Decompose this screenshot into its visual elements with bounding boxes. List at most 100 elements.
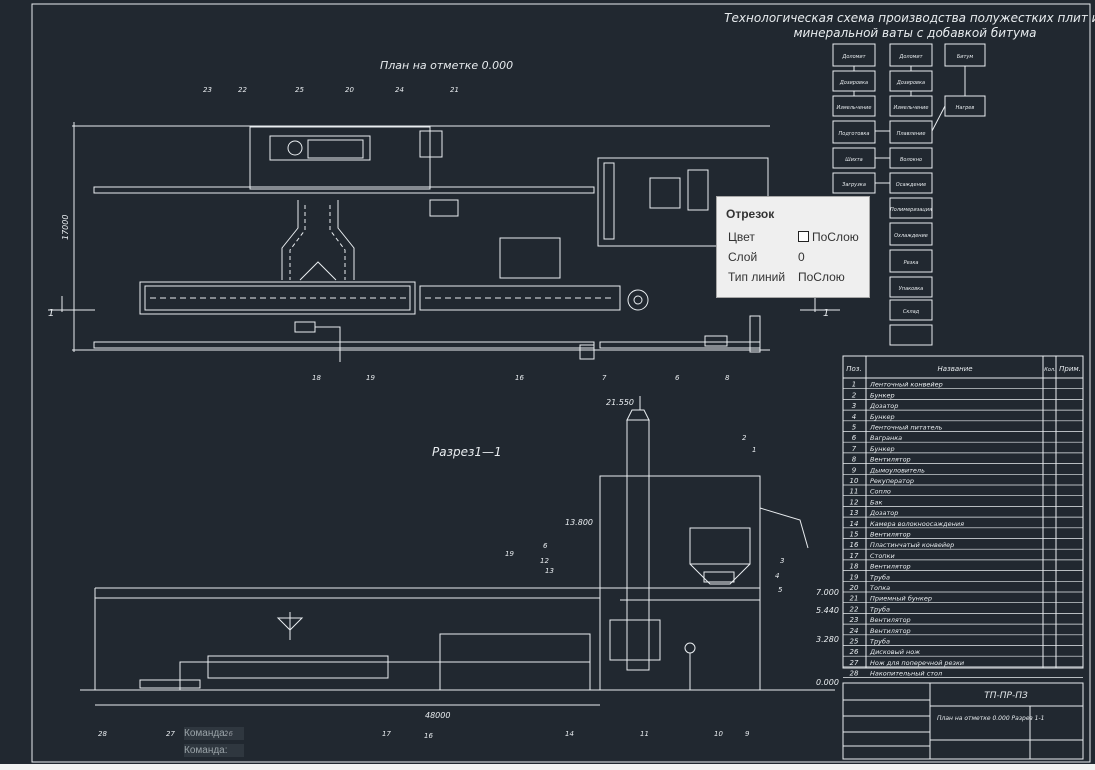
- entity-properties-tooltip: Отрезок Цвет ПоСлою Слой 0 Тип линий ПоС…: [716, 196, 870, 298]
- table-row-pos: 26: [850, 648, 859, 656]
- table-row-name: Вентилятор: [870, 627, 911, 635]
- specification-table: [842, 355, 1084, 669]
- flow-block-label: Доломит: [841, 54, 866, 60]
- table-row-pos: 19: [850, 573, 859, 581]
- section-callout: 17: [382, 730, 391, 738]
- flow-block-label: Резка: [904, 260, 919, 266]
- plan-callout: 20: [345, 86, 354, 94]
- table-row-pos: 10: [850, 477, 859, 485]
- command-history-line[interactable]: Команда:: [184, 744, 244, 757]
- plan-callout: 24: [395, 86, 404, 94]
- sheet-border: [31, 3, 1091, 763]
- section-callout: 16: [424, 732, 433, 740]
- flow-block-label: Измельчение: [836, 105, 871, 111]
- flow-block-label: Нагрев: [956, 105, 975, 111]
- table-row-name: Бункер: [870, 445, 895, 453]
- section-view: [80, 396, 835, 706]
- flow-block-label: Охлаждение: [894, 233, 928, 239]
- table-row-pos: 3: [852, 402, 856, 410]
- table-row-name: Дозатор: [869, 509, 898, 517]
- table-row-name: Труба: [870, 605, 890, 613]
- table-row-pos: 14: [850, 520, 859, 528]
- main-title-line-1: Технологическая схема производства полуж…: [724, 11, 1095, 25]
- tooltip-value: 0: [798, 250, 805, 264]
- section-callout: 10: [714, 730, 723, 738]
- table-row-pos: 24: [850, 627, 859, 635]
- section-callout: 1: [752, 446, 756, 454]
- table-row-name: Вентилятор: [870, 616, 911, 624]
- table-row-pos: 17: [850, 552, 859, 560]
- tooltip-row-linetype: Тип линий ПоСлою: [728, 270, 868, 286]
- tooltip-key: Слой: [728, 250, 758, 264]
- plan-callout: 8: [725, 374, 730, 382]
- section-callout: 28: [98, 730, 107, 738]
- section-title: Разрез1—1: [432, 445, 502, 459]
- table-row-name: Дозатор: [869, 402, 898, 410]
- section-callout: 27: [166, 730, 175, 738]
- section-callout: 12: [540, 557, 549, 565]
- tooltip-title: Отрезок: [726, 207, 775, 221]
- flow-block-label: Подготовка: [839, 131, 870, 137]
- elevation-label: 13.800: [565, 518, 593, 527]
- tooltip-value-text: ПоСлою: [812, 230, 859, 244]
- flow-block-label: Плавление: [897, 131, 926, 137]
- table-row-pos: 18: [850, 563, 859, 571]
- flow-block-label: Упаковка: [899, 286, 924, 292]
- command-history-line: Команда:: [184, 727, 244, 740]
- table-row-name: Приемный бункер: [870, 595, 932, 603]
- plan-callout: 16: [515, 374, 524, 382]
- table-row-name: Дисковый нож: [869, 648, 920, 656]
- table-row-pos: 15: [850, 531, 859, 539]
- table-row-pos: 16: [850, 541, 859, 549]
- flow-block-label: Полимеризация: [890, 207, 932, 213]
- section-callout: 6: [543, 542, 548, 550]
- table-row-name: Вентилятор: [870, 563, 911, 571]
- table-row-pos: 13: [850, 509, 859, 517]
- tooltip-key: Тип линий: [728, 270, 786, 284]
- section-callout: 13: [545, 567, 554, 575]
- table-row-pos: 4: [852, 413, 856, 421]
- flow-block-label: Дозировка: [896, 80, 925, 86]
- section-callout: 3: [780, 557, 784, 565]
- section-marker-left: 1: [48, 308, 54, 319]
- plan-callout: 18: [312, 374, 321, 382]
- table-row-name: Бункер: [870, 391, 895, 399]
- section-marker-right: 1: [823, 308, 829, 319]
- stamp-code: ТП-ПР-ПЗ: [984, 691, 1028, 701]
- table-row-name: Топка: [870, 584, 890, 592]
- table-row-name: Бункер: [870, 413, 895, 421]
- plan-callout: 7: [602, 374, 607, 382]
- table-row-name: Ленточный конвейер: [869, 381, 943, 389]
- section-callout: 14: [565, 730, 574, 738]
- table-row-pos: 12: [850, 498, 859, 506]
- plan-callout: 19: [366, 374, 375, 382]
- stamp-description: План на отметке 0.000 Разрез 1-1: [937, 715, 1044, 722]
- table-row-name: Рекуператор: [870, 477, 914, 485]
- flow-diagram: [832, 43, 986, 346]
- table-row-name: Вентилятор: [870, 531, 911, 539]
- tooltip-row-color: Цвет ПоСлою: [728, 230, 868, 246]
- flow-block-label: Загрузка: [842, 182, 866, 188]
- table-row-name: Бак: [870, 498, 882, 506]
- table-row-pos: 2: [852, 391, 857, 399]
- spec-header-pos: Поз.: [846, 365, 862, 373]
- table-row-pos: 25: [850, 638, 859, 646]
- table-row-pos: 5: [852, 424, 857, 432]
- section-callout: 9: [745, 730, 750, 738]
- tooltip-value: ПоСлою: [798, 270, 845, 284]
- tooltip-value: ПоСлою: [798, 230, 859, 244]
- elevation-label: 21.550: [606, 398, 634, 407]
- plan-callout: 6: [675, 374, 680, 382]
- main-title-line-2: минеральной ваты с добавкой битума: [793, 26, 1036, 40]
- table-row-pos: 1: [852, 381, 856, 389]
- table-row-name: Сопло: [870, 488, 891, 496]
- table-row-name: Труба: [870, 573, 890, 581]
- flow-block-label: Доломит: [898, 54, 923, 60]
- flow-block-label: Осаждение: [896, 182, 926, 188]
- elevation-label: 5.440: [816, 606, 839, 615]
- table-row-name: Вагранка: [870, 434, 902, 442]
- elevation-label: 0.000: [816, 678, 839, 687]
